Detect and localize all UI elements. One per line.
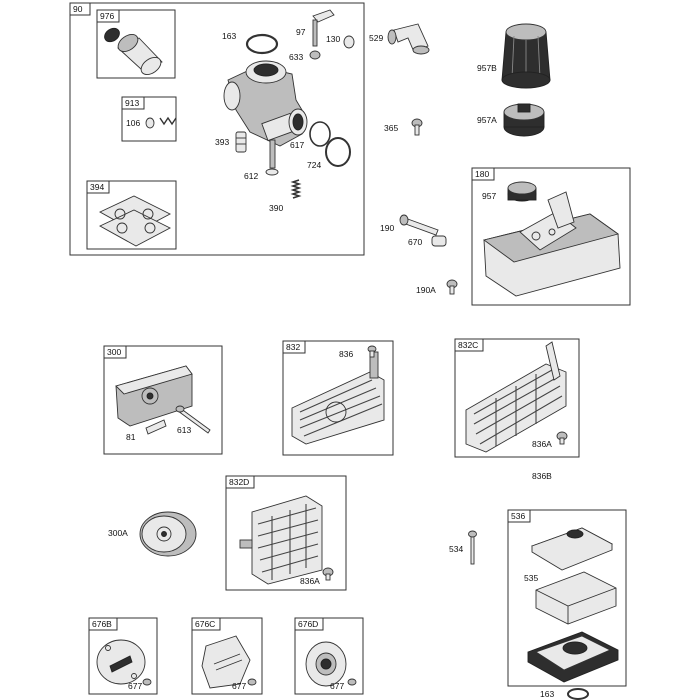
group-tag-536: 536	[511, 511, 525, 521]
label-81: 81	[126, 432, 136, 442]
group-90[interactable]: 90	[69, 2, 365, 256]
group-536[interactable]: 536	[507, 509, 627, 687]
group-180[interactable]: 180	[471, 167, 631, 306]
part-air-filter-535[interactable]	[535, 571, 617, 625]
part-bracket-81[interactable]	[145, 419, 167, 435]
label-836a: 836A	[532, 439, 552, 449]
group-tag-180: 180	[475, 169, 489, 179]
label-957: 957	[482, 191, 496, 201]
part-cover-676d[interactable]	[305, 641, 347, 687]
part-screw-190a[interactable]	[446, 279, 458, 295]
label-836: 836	[339, 349, 353, 359]
part-screw-836a[interactable]	[556, 431, 568, 445]
part-screw-836a-d[interactable]	[322, 567, 334, 581]
label-617: 617	[290, 140, 304, 150]
label-300a: 300A	[108, 528, 128, 538]
part-adapter-sleeve[interactable]	[102, 25, 164, 78]
part-choke-lever[interactable]	[312, 9, 335, 47]
part-screw-836[interactable]	[367, 345, 377, 358]
part-air-cleaner-base[interactable]	[527, 631, 619, 683]
part-muffler-300[interactable]	[115, 365, 193, 427]
part-fuel-tank[interactable]	[482, 181, 621, 297]
label-190: 190	[380, 223, 394, 233]
part-washer-130[interactable]	[343, 35, 355, 49]
part-screw-677b[interactable]	[142, 678, 152, 686]
part-muffler-guard-832c[interactable]	[465, 341, 567, 453]
label-130: 130	[326, 34, 340, 44]
group-832D[interactable]: 832D	[225, 475, 347, 591]
group-394[interactable]: 394	[86, 180, 177, 250]
part-spring-390[interactable]	[290, 179, 302, 199]
group-tag-300: 300	[107, 347, 121, 357]
label-836a-d: 836A	[300, 576, 320, 586]
group-676C[interactable]: 676C	[191, 617, 263, 695]
part-gasket-ring-163[interactable]	[245, 33, 279, 55]
label-612: 612	[244, 171, 258, 181]
group-tag-676b: 676B	[92, 619, 112, 629]
label-106: 106	[126, 118, 140, 128]
label-724: 724	[307, 160, 321, 170]
group-tag-832d: 832D	[229, 477, 249, 487]
group-676D[interactable]: 676D	[294, 617, 364, 695]
part-screw-677c[interactable]	[247, 678, 257, 686]
group-tag-90: 90	[73, 4, 83, 14]
part-cover-676c[interactable]	[201, 635, 251, 689]
part-gasket-724[interactable]	[325, 137, 351, 167]
group-676B[interactable]: 676B	[88, 617, 158, 695]
group-tag-913: 913	[125, 98, 139, 108]
part-elbow-529[interactable]	[387, 23, 430, 55]
label-163: 163	[222, 31, 236, 41]
label-535: 535	[524, 573, 538, 583]
part-bolt-190[interactable]	[399, 214, 439, 236]
label-190a: 190A	[416, 285, 436, 295]
group-832C[interactable]: 832C	[454, 338, 580, 458]
part-fuel-cap-957a[interactable]	[503, 103, 545, 137]
part-screw-365[interactable]	[411, 118, 423, 136]
part-gasket-kit[interactable]	[99, 195, 171, 247]
group-300[interactable]: 300	[103, 345, 223, 455]
part-needle-106[interactable]	[145, 116, 177, 129]
group-tag-676d: 676D	[298, 619, 318, 629]
label-393: 393	[215, 137, 229, 147]
part-gasket-617[interactable]	[309, 121, 331, 147]
label-677-b: 677	[128, 681, 142, 691]
label-633: 633	[289, 52, 303, 62]
label-163-b: 163	[540, 689, 554, 699]
group-tag-394: 394	[90, 182, 104, 192]
label-534: 534	[449, 544, 463, 554]
part-screw-534[interactable]	[468, 530, 477, 565]
label-365: 365	[384, 123, 398, 133]
label-613: 613	[177, 425, 191, 435]
group-tag-832: 832	[286, 342, 300, 352]
part-screw-677d[interactable]	[347, 678, 357, 686]
group-tag-832c: 832C	[458, 340, 478, 350]
label-97: 97	[296, 27, 306, 37]
part-carburetor[interactable]	[223, 60, 308, 176]
label-957b: 957B	[477, 63, 497, 73]
group-tag-676c: 676C	[195, 619, 215, 629]
part-jet-393[interactable]	[235, 131, 247, 153]
part-cover-676b[interactable]	[96, 639, 146, 685]
part-bolt-613[interactable]	[175, 405, 211, 434]
label-529: 529	[369, 33, 383, 43]
label-390: 390	[269, 203, 283, 213]
part-gasket-ring-163b[interactable]	[567, 688, 589, 700]
part-air-cleaner-cover[interactable]	[530, 527, 614, 571]
part-muffler-guard-832d[interactable]	[239, 495, 323, 585]
group-832[interactable]: 832	[282, 340, 394, 456]
part-fuel-cap-957b[interactable]	[501, 23, 551, 89]
group-tag-976: 976	[100, 11, 114, 21]
part-seal-633[interactable]	[309, 50, 321, 60]
label-836b: 836B	[532, 471, 552, 481]
label-957a: 957A	[477, 115, 497, 125]
group-976[interactable]: 976	[96, 9, 176, 79]
part-spacer-670[interactable]	[431, 235, 447, 247]
label-677-d: 677	[330, 681, 344, 691]
label-670: 670	[408, 237, 422, 247]
label-677-c: 677	[232, 681, 246, 691]
part-muffler-guard-832[interactable]	[291, 351, 385, 445]
part-muffler-300a[interactable]	[139, 511, 197, 557]
